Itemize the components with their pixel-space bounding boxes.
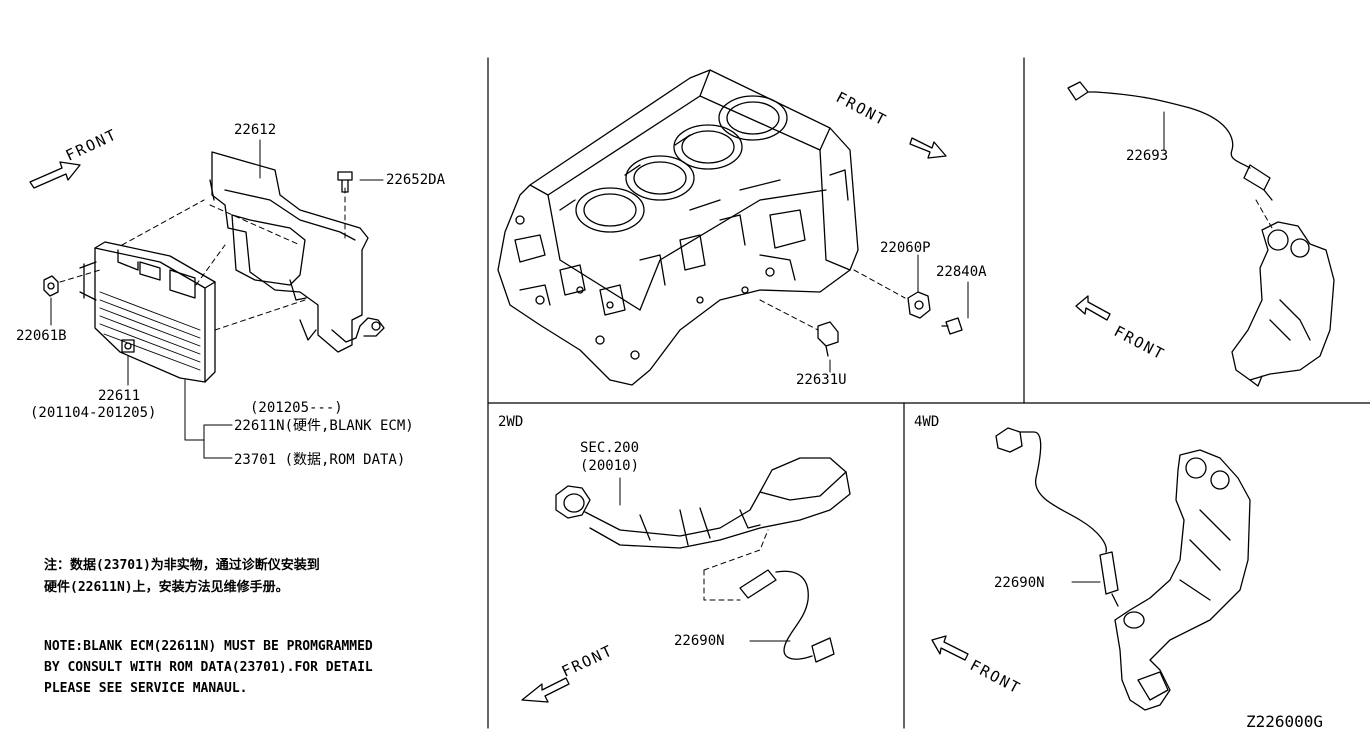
section-4wd: 4WD xyxy=(914,414,940,430)
label-22612: 22612 xyxy=(234,122,277,138)
front-arrow-2wd xyxy=(521,677,570,703)
label-22060P: 22060P xyxy=(880,240,931,256)
note-cn-line2: 硬件(22611N)上，安装方法见维修手册。 xyxy=(44,580,289,595)
label-22652DA: 22652DA xyxy=(386,172,446,188)
oxygen-sensor-4wd xyxy=(995,427,1119,607)
label-sec200: SEC.200 xyxy=(580,440,640,456)
block-leaders xyxy=(759,254,969,373)
section-2wd: 2WD xyxy=(498,414,524,430)
ecm-leaders xyxy=(50,139,384,459)
label-22690N-4wd: 22690N xyxy=(994,575,1045,591)
note-en-line1: NOTE:BLANK ECM(22611N) MUST BE PROMGRAMM… xyxy=(44,639,373,654)
label-22690N-2wd: 22690N xyxy=(674,633,725,649)
front-exhaust-2wd xyxy=(555,457,851,549)
front-arrow-block xyxy=(909,137,947,159)
cylinder-block xyxy=(497,69,859,386)
bolt-22840A xyxy=(941,317,963,335)
label-22611: 22611 xyxy=(98,388,141,404)
oxygen-sensor-2wd xyxy=(739,569,835,663)
note-cn-line1: 注：数据(23701)为非实物，通过诊断仪安装到 xyxy=(44,558,320,573)
label-22693: 22693 xyxy=(1126,148,1169,164)
label-22061B: 22061B xyxy=(16,328,67,344)
2wd-leaders xyxy=(619,477,791,642)
ecm-bracket-22612 xyxy=(209,151,385,353)
exhaust-manifold-top xyxy=(1231,199,1335,387)
label-23701: 23701 (数据,ROM DATA) xyxy=(234,452,406,468)
label-22611N: 22611N(硬件,BLANK ECM) xyxy=(234,418,414,434)
front-arrow-ecm xyxy=(29,161,81,189)
ecm-dashed-guides xyxy=(59,187,346,331)
diagram-code: Z226000G xyxy=(1246,712,1324,731)
ecm-unit-22611 xyxy=(79,241,216,383)
sensor-22631U xyxy=(817,321,839,357)
bolt-22652DA xyxy=(337,171,353,193)
2wd-dashed-guides xyxy=(703,529,769,601)
label-sec200-sub: (20010) xyxy=(580,458,640,474)
front-arrow-sensor xyxy=(1075,295,1111,321)
label-22631U: 22631U xyxy=(796,372,847,388)
label-range-201205: (201205---) xyxy=(250,400,343,416)
oxygen-sensor-22693 xyxy=(1067,81,1273,201)
exhaust-manifold-4wd xyxy=(1114,449,1251,711)
note-en-line2: BY CONSULT WITH ROM DATA(23701).FOR DETA… xyxy=(44,660,373,675)
note-en-line3: PLEASE SEE SERVICE MANAUL. xyxy=(44,681,248,696)
front-arrow-4wd xyxy=(931,635,969,661)
knock-sensor-22060P xyxy=(907,291,931,319)
label-22840A: 22840A xyxy=(936,264,987,280)
panel-dividers xyxy=(487,57,1370,729)
nut-22061B xyxy=(43,275,59,297)
label-22611-range: (201104-201205) xyxy=(30,405,157,421)
